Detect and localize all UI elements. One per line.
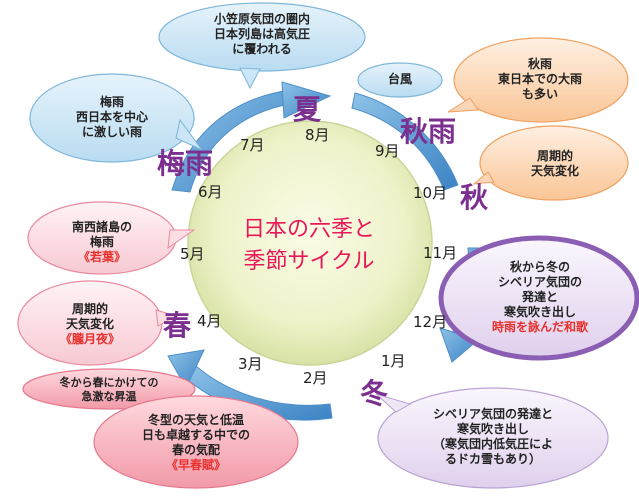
callout-akisame: 秋雨 東日本での大雨 も多い (470, 57, 610, 102)
cycle-arrow-winter-spring (167, 349, 333, 421)
month-3: 3月 (238, 355, 263, 373)
callout-ogasawara-line3: に覆われる (232, 42, 292, 56)
season-akisame: 秋雨 (400, 115, 457, 148)
bubble-siberia-autumn (438, 235, 639, 361)
bubble-ogasawara (158, 2, 366, 90)
callout-akisame-line2: 東日本での大雨 (497, 72, 582, 86)
bubble-akisame (447, 37, 629, 123)
month-4: 4月 (197, 312, 222, 330)
callout-siberia-winter-line3: （寒気団内低気圧によ (432, 437, 553, 451)
season-summer: 夏 (293, 93, 322, 126)
callout-ogasawara-line2: 日本列島は高気圧 (213, 27, 310, 41)
callout-warming: 冬から春にかけての 急激な昇温 (40, 376, 178, 404)
callout-winter-spring-line2: 日も卓越する中での (141, 428, 250, 442)
season-spring: 春 (163, 309, 192, 342)
callout-winter-spring: 冬型の天気と低温 日も卓越する中での 春の気配 《早春賦》 (116, 413, 276, 473)
bubble-weather-autumn (472, 125, 629, 201)
callout-siberia-autumn: 秋から冬の シベリア気団の 発達と 寒気吹き出し 時雨を詠んだ和歌 (459, 260, 621, 335)
month-7: 7月 (240, 136, 265, 154)
bubble-weather-spring (17, 280, 178, 366)
bubble-typhoon (357, 62, 443, 98)
season-winter: 冬 (360, 377, 389, 410)
cycle-arrow-autumn (351, 92, 459, 191)
season-tsuyu: 梅雨 (157, 147, 214, 180)
callout-weather-autumn-line1: 周期的 (536, 149, 573, 163)
callout-typhoon: 台風 (387, 72, 412, 86)
callout-siberia-autumn-line4: 寒気吹き出し (503, 305, 576, 319)
callout-tsuyu-west: 梅雨 西日本を中心 に激しい雨 (44, 95, 180, 140)
bubble-siberia-winter (375, 387, 609, 489)
callout-ryukyu-line2: 梅雨 (89, 235, 114, 249)
callout-tsuyu-west-line1: 梅雨 (99, 95, 124, 109)
callout-ogasawara-line1: 小笠原気団の圏内 (213, 12, 310, 26)
callout-weather-autumn: 周期的 天気変化 (500, 149, 610, 179)
callout-siberia-winter-line4: るドカ雪もあり） (444, 452, 541, 466)
bubble-ryukyu-tsuyu (27, 201, 196, 275)
callout-warming-line1: 冬から春にかけての (59, 376, 159, 389)
callout-siberia-autumn-line2: シベリア気団の (497, 275, 582, 289)
bubble-tsuyu-west (29, 73, 204, 163)
callout-siberia-autumn-line3: 発達と (521, 290, 558, 304)
callout-siberia-autumn-line1: 秋から冬の (509, 260, 570, 274)
callout-warming-line2: 急激な昇温 (81, 389, 137, 403)
callout-siberia-winter: シベリア気団の発達と 寒気吹き出し （寒気団内低気圧によ るドカ雪もあり） (396, 407, 590, 467)
month-2: 2月 (303, 369, 328, 387)
month-5: 5月 (180, 245, 205, 263)
month-9: 9月 (375, 142, 400, 160)
season-autumn: 秋 (460, 181, 489, 214)
month-12: 12月 (413, 313, 448, 331)
callout-weather-spring-poem: 《朧月夜》 (59, 332, 120, 346)
callout-weather-spring: 周期的 天気変化 《朧月夜》 (38, 302, 142, 347)
callout-ryukyu-tsuyu: 南西諸島の 梅雨 《若葉》 (40, 220, 164, 265)
callout-ryukyu-poem: 《若葉》 (77, 250, 126, 264)
callout-winter-spring-line3: 春の気配 (171, 443, 220, 457)
callout-tsuyu-west-line2: 西日本を中心 (75, 110, 148, 124)
callout-siberia-autumn-poem: 時雨を詠んだ和歌 (491, 320, 588, 334)
center-circle (187, 120, 433, 366)
bubble-warming (22, 368, 196, 410)
callout-siberia-winter-line1: シベリア気団の発達と (432, 407, 553, 421)
callout-weather-spring-line1: 周期的 (71, 302, 108, 316)
callout-weather-autumn-line2: 天気変化 (530, 164, 579, 178)
callout-winter-spring-poem: 《早春賦》 (165, 458, 226, 472)
month-6: 6月 (198, 183, 223, 201)
callout-tsuyu-west-line3: に激しい雨 (81, 125, 142, 139)
center-title-line1: 日本の六季と (242, 217, 375, 242)
center-title: 日本の六季と 季節サイクル (221, 214, 397, 278)
callout-akisame-line1: 秋雨 (527, 57, 552, 71)
month-11: 11月 (423, 244, 458, 262)
month-10: 10月 (413, 184, 448, 202)
callout-ogasawara: 小笠原気団の圏内 日本列島は高気圧 に覆われる (162, 12, 362, 57)
callout-siberia-winter-line2: 寒気吹き出し (456, 422, 529, 436)
callout-weather-spring-line2: 天気変化 (65, 317, 114, 331)
callout-winter-spring-line1: 冬型の天気と低温 (147, 413, 244, 427)
bubble-winter-spring (93, 395, 299, 489)
callout-ryukyu-line1: 南西諸島の (71, 220, 132, 234)
month-8: 8月 (305, 126, 330, 144)
month-1: 1月 (381, 352, 406, 370)
center-title-line2: 季節サイクル (243, 248, 375, 274)
callout-akisame-line3: も多い (521, 87, 558, 101)
cycle-arrow-summer (171, 81, 332, 193)
